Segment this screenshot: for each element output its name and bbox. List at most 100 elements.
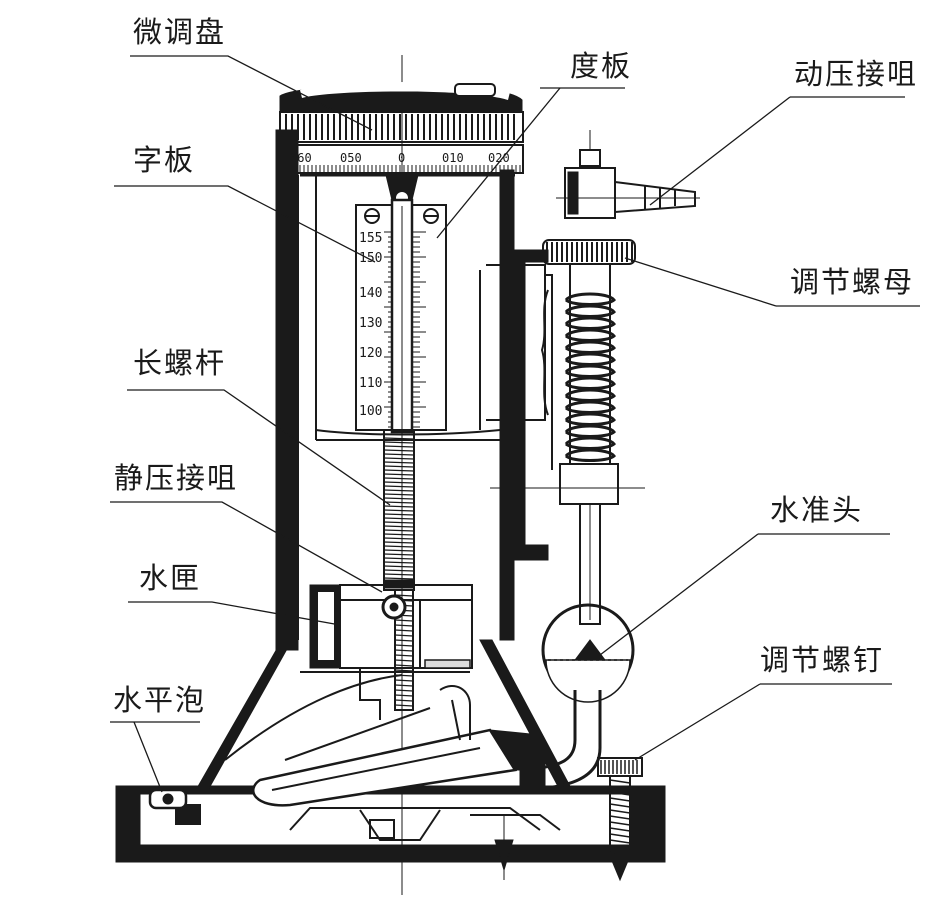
spring-coil <box>564 352 616 366</box>
spring-coil <box>564 304 616 318</box>
screw-thread <box>383 449 415 452</box>
screw-thread <box>383 433 415 436</box>
screw-thread <box>383 445 415 448</box>
plate-num-3: 130 <box>359 316 382 331</box>
spring-coil <box>564 376 616 390</box>
label-long-screw: 长螺杆 <box>133 346 226 380</box>
screw-thread <box>383 489 415 492</box>
rod-thread <box>394 694 414 697</box>
plate-num-2: 140 <box>359 286 382 301</box>
scale-plate: 155 150 140 130 120 110 100 <box>355 174 447 434</box>
screw-thread <box>383 521 415 524</box>
spring-coil <box>564 316 616 330</box>
adj-screw-thread <box>609 791 631 796</box>
label-adjusting-nut: 调节螺母 <box>790 265 914 299</box>
spring-coil <box>564 340 616 354</box>
spring-coil <box>564 436 616 450</box>
adj-screw-thread <box>609 785 631 790</box>
base <box>115 785 666 872</box>
screw-thread <box>383 537 415 540</box>
screw-thread <box>383 513 415 516</box>
rod-thread <box>394 629 414 632</box>
dial-num-3: 010 <box>442 151 464 165</box>
rod-thread <box>394 659 414 662</box>
skirt <box>195 639 573 791</box>
spring-coil <box>564 388 616 402</box>
screw-thread <box>383 481 415 484</box>
screw-thread <box>383 525 415 528</box>
screw-thread <box>383 533 415 536</box>
adj-screw-thread <box>609 845 631 850</box>
label-fine-dial: 微调盘 <box>133 15 226 49</box>
rod-thread <box>394 619 414 622</box>
dial-num-2: 0 <box>398 151 405 165</box>
dial-num-4: 020 <box>488 151 510 165</box>
rod-thread <box>394 634 414 637</box>
screw-thread <box>383 473 415 476</box>
adj-screw-thread <box>609 821 631 826</box>
label-dynamic-pressure-nozzle: 动压接咀 <box>794 57 918 91</box>
rod-thread <box>394 639 414 642</box>
screw-thread <box>383 457 415 460</box>
label-adjusting-screw: 调节螺钉 <box>760 643 884 677</box>
plate-num-5: 110 <box>359 376 382 391</box>
fine-dial: 060 050 0 010 020 <box>279 82 524 174</box>
adj-screw-thread <box>609 827 631 832</box>
rod-thread <box>394 704 414 707</box>
rod-thread <box>394 654 414 657</box>
adj-screw-thread <box>609 851 631 856</box>
spring-coil <box>564 400 616 414</box>
screw-thread <box>383 517 415 520</box>
level-bubble <box>148 788 188 810</box>
adj-screw-thread <box>609 839 631 844</box>
labels: 微调盘 度板 动压接咀 字板 调节螺母 长螺杆 静压接咀 水准头 水匣 调节螺钉… <box>113 15 918 717</box>
adj-screw-thread <box>609 797 631 802</box>
screw-thread <box>383 529 415 532</box>
spring-coil <box>564 424 616 438</box>
rod-thread <box>394 669 414 672</box>
screw-thread <box>383 541 415 544</box>
adj-screw-thread <box>609 779 631 784</box>
screw-thread <box>383 509 415 512</box>
plate-num-0: 155 <box>359 231 382 246</box>
rod-thread <box>394 699 414 702</box>
label-water-level-head: 水准头 <box>770 493 863 527</box>
adj-screw-thread <box>609 803 631 808</box>
dial-num-1: 050 <box>340 151 362 165</box>
adj-screw-thread <box>609 833 631 838</box>
screw-thread <box>383 469 415 472</box>
screw-thread <box>383 569 415 572</box>
spring-coil <box>564 364 616 378</box>
adj-screw-thread <box>609 809 631 814</box>
screw-thread <box>383 465 415 468</box>
screw-thread <box>383 437 415 440</box>
spring-coil <box>564 448 616 462</box>
screw-thread <box>383 441 415 444</box>
screw-thread <box>383 577 415 580</box>
label-scale-board: 度板 <box>570 49 632 83</box>
spring-coil <box>564 328 616 342</box>
rod-thread <box>394 679 414 682</box>
screw-thread <box>383 573 415 576</box>
leader-lines <box>110 55 920 793</box>
dial-num-0: 060 <box>290 151 312 165</box>
rod-thread <box>394 649 414 652</box>
adj-screw-thread <box>609 815 631 820</box>
rod-thread <box>394 674 414 677</box>
screw-thread <box>383 557 415 560</box>
spring-coil <box>564 292 616 306</box>
rod-thread <box>394 664 414 667</box>
screw-thread <box>383 453 415 456</box>
rod-thread <box>394 689 414 692</box>
screw-thread <box>383 501 415 504</box>
spring-coil <box>564 412 616 426</box>
rod-thread <box>394 684 414 687</box>
screw-thread <box>383 477 415 480</box>
long-screw <box>383 429 415 711</box>
rod-thread <box>394 644 414 647</box>
screw-thread <box>383 549 415 552</box>
plate-num-6: 100 <box>359 404 382 419</box>
plate-num-1: 150 <box>359 251 382 266</box>
right-assembly <box>519 149 696 882</box>
cylinder-body <box>275 129 549 651</box>
